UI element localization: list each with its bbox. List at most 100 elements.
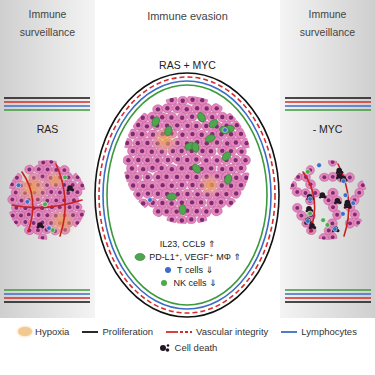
- cell-nucleus: [131, 132, 135, 136]
- cell-nucleus: [145, 124, 149, 128]
- tumor-cell: [173, 155, 183, 165]
- lymphocyte: [25, 199, 30, 204]
- tumor-cell: [187, 129, 198, 139]
- tumor-cell: [8, 211, 17, 219]
- cell-nucleus: [215, 106, 219, 110]
- tumor-cell: [153, 105, 163, 114]
- finding-label: IL23, CCL9 ⇑: [160, 239, 216, 249]
- cell-nucleus: [205, 192, 209, 196]
- cell-nucleus: [308, 168, 312, 172]
- cell-nucleus: [204, 209, 208, 213]
- tumor-cell: [337, 174, 347, 183]
- tumor-cell: [212, 137, 222, 148]
- tumor-cell: [197, 181, 208, 191]
- macrophage: [196, 111, 207, 123]
- cell-nucleus: [140, 132, 144, 136]
- cell-nucleus: [126, 158, 130, 162]
- cell-nucleus: [169, 201, 173, 205]
- tumor-cell: [158, 130, 168, 139]
- lymphocyte: [47, 226, 52, 231]
- cell-fragment: [336, 177, 338, 179]
- cell-nucleus: [215, 209, 219, 213]
- tumor-cell: [196, 198, 206, 207]
- tumor-cell: [60, 225, 69, 234]
- cell-nucleus: [204, 106, 208, 110]
- legend-sample: [280, 328, 298, 336]
- cell-nucleus: [335, 198, 339, 202]
- cell-nucleus: [296, 175, 300, 179]
- cell-nucleus: [185, 124, 189, 128]
- cell-fragment: [309, 220, 312, 223]
- finding-label: PD-L1⁺, VEGF⁺ MΦ ⇑: [149, 252, 241, 262]
- tumor-cell: [177, 216, 188, 226]
- cell-nucleus: [67, 221, 71, 225]
- cell-nucleus: [156, 175, 160, 179]
- cell-nucleus: [165, 192, 169, 196]
- tumor-cell: [212, 155, 222, 166]
- cell-fragment: [305, 217, 311, 223]
- tumor-cell: [301, 172, 310, 181]
- tumor-cell: [329, 233, 337, 242]
- condition-label: RAS + MYC: [159, 59, 216, 71]
- condition-label: RAS: [37, 123, 59, 135]
- tumor-cell: [147, 112, 157, 123]
- cell-nucleus: [136, 192, 140, 196]
- tumor-cell: [147, 130, 158, 139]
- tumor-cell: [306, 227, 316, 235]
- cell-nucleus: [62, 198, 66, 202]
- tumor-cell: [197, 146, 207, 156]
- cell-fragment: [319, 196, 321, 198]
- lymphocyte: [332, 227, 337, 232]
- status-line: [285, 289, 371, 291]
- tumor-cell: [146, 147, 157, 157]
- tumor-cell: [38, 172, 47, 181]
- cell-nucleus: [32, 221, 36, 225]
- tumor-cell: [43, 196, 52, 205]
- macrophage: [220, 150, 232, 162]
- cell-nucleus: [36, 183, 40, 187]
- cell-nucleus: [63, 213, 67, 217]
- tumor-cell: [232, 121, 242, 130]
- tumor-cell: [133, 120, 143, 130]
- cell-nucleus: [204, 124, 208, 128]
- tumor-cell: [64, 173, 72, 183]
- status-line: [285, 101, 371, 103]
- status-line: [285, 97, 371, 99]
- tumor-cell: [186, 215, 196, 224]
- cell-nucleus: [20, 199, 24, 203]
- tumor-cell: [328, 172, 337, 181]
- tumor-cell: [148, 198, 158, 207]
- tumor-cell: [186, 163, 197, 173]
- cell-nucleus: [175, 141, 179, 145]
- cell-nucleus: [220, 149, 224, 153]
- macrophage: [191, 163, 203, 175]
- cell-nucleus: [166, 141, 170, 145]
- legend-swatch: [18, 327, 32, 336]
- lymphocyte: [351, 201, 356, 206]
- cell-nucleus: [54, 183, 58, 187]
- cell-nucleus: [204, 158, 208, 162]
- status-line: [285, 293, 371, 295]
- cell-nucleus: [190, 115, 194, 119]
- cell-nucleus: [179, 149, 183, 153]
- tumor-cell: [172, 120, 181, 131]
- hypoxia-zone: [151, 126, 179, 154]
- cell-nucleus: [181, 99, 185, 103]
- tumor-cell: [78, 181, 88, 190]
- tumor-cell: [226, 113, 236, 122]
- cell-fragment: [340, 176, 343, 179]
- cell-nucleus: [27, 168, 31, 172]
- tumor-cell: [324, 226, 333, 235]
- cell-nucleus: [189, 166, 193, 170]
- cell-nucleus: [229, 184, 233, 188]
- hypoxia-zone: [47, 207, 77, 237]
- cell-nucleus: [141, 116, 145, 120]
- tumor-cell: [161, 172, 172, 182]
- cell-nucleus: [175, 123, 179, 127]
- tumor-cell: [138, 164, 148, 175]
- tumor-cell: [172, 189, 183, 199]
- tumor-cell: [292, 188, 302, 197]
- dying-cell: [306, 194, 314, 200]
- cell-nucleus: [165, 106, 169, 110]
- cell-fragment: [67, 189, 69, 191]
